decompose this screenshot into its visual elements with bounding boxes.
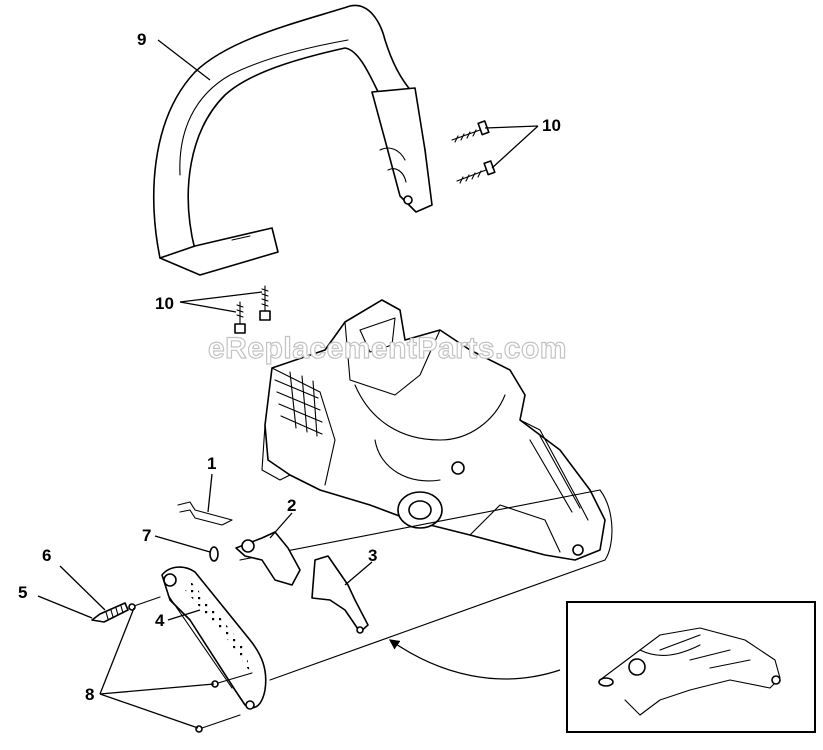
screw-part-5-6 xyxy=(91,602,129,623)
callout-4: 4 xyxy=(155,611,165,630)
callout-2: 2 xyxy=(287,496,296,515)
callout-8: 8 xyxy=(85,685,94,704)
washer-part-7 xyxy=(209,546,219,562)
handle-bolt-lower-1 xyxy=(234,301,246,334)
front-handle-bar xyxy=(152,4,433,276)
detail-inset xyxy=(566,601,816,733)
watermark-text: eReplacementParts.com xyxy=(208,332,567,365)
callout-9: 9 xyxy=(137,30,146,49)
callout-10-lower: 10 xyxy=(155,294,174,313)
spring-part xyxy=(177,501,233,526)
handle-bolt-upper-1 xyxy=(451,120,490,143)
brake-band-part xyxy=(311,555,369,634)
brake-lever-part xyxy=(235,531,301,586)
callout-5: 5 xyxy=(18,583,27,602)
screw-part-8a xyxy=(128,596,161,611)
handle-bolt-lower-2 xyxy=(259,285,271,321)
hand-guard-part xyxy=(161,566,267,710)
callout-3: 3 xyxy=(368,546,377,565)
handle-bolt-upper-2 xyxy=(456,160,496,184)
crankcase-housing xyxy=(261,299,606,561)
callout-10-upper: 10 xyxy=(542,116,561,135)
leader-lines xyxy=(37,39,539,729)
callout-1: 1 xyxy=(207,454,216,473)
screw-part-8c xyxy=(195,714,241,733)
callout-7: 7 xyxy=(142,526,151,545)
detail-arrow xyxy=(388,639,561,680)
housing-outline xyxy=(239,489,613,681)
callout-6: 6 xyxy=(42,546,51,565)
